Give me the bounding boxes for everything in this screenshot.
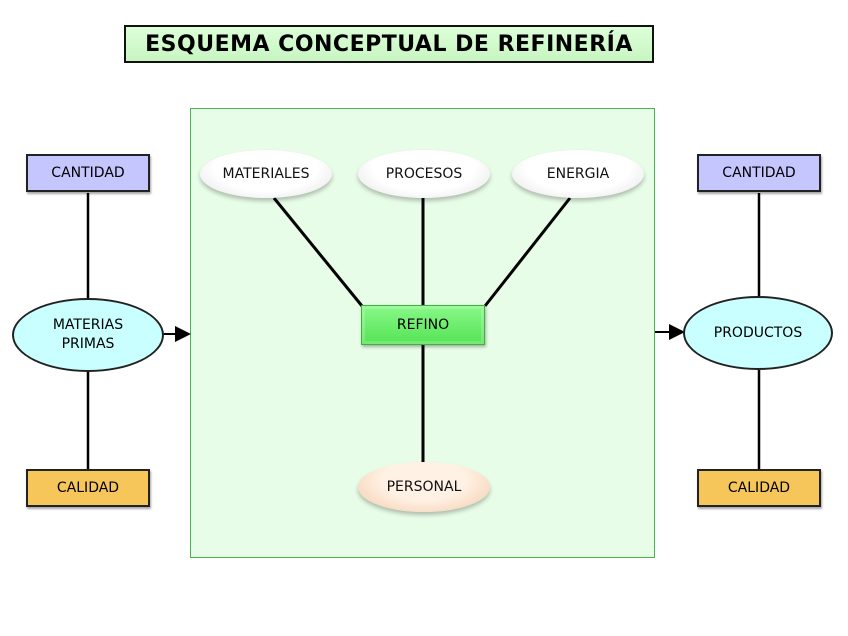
left-quantity-box: CANTIDAD <box>26 154 150 192</box>
energia-node: ENERGIA <box>512 150 644 198</box>
diagram-title: ESQUEMA CONCEPTUAL DE REFINERÍA <box>124 25 654 63</box>
procesos-node: PROCESOS <box>358 150 490 198</box>
line-energia <box>483 197 572 307</box>
left-quality-box: CALIDAD <box>26 469 150 507</box>
line-materiales <box>272 197 364 307</box>
right-quality-box: CALIDAD <box>697 469 821 507</box>
raw-materials-label-2: PRIMAS <box>61 336 115 352</box>
personal-node: PERSONAL <box>358 462 490 512</box>
materiales-node: MATERIALES <box>200 150 332 198</box>
products-ellipse: PRODUCTOS <box>683 296 833 370</box>
raw-materials-label-1: MATERIAS <box>52 317 124 333</box>
raw-materials-ellipse: MATERIAS PRIMAS <box>12 298 164 372</box>
refino-node: REFINO <box>361 305 485 345</box>
right-quantity-box: CANTIDAD <box>697 154 821 192</box>
